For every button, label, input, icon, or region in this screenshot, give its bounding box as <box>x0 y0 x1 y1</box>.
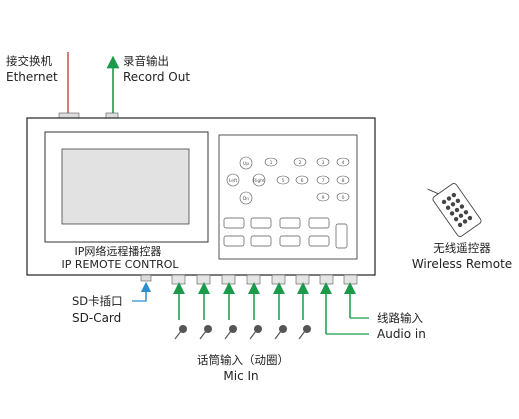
mic-port-3 <box>221 274 236 285</box>
microphone-icon <box>274 325 287 340</box>
key-9[interactable] <box>316 192 330 202</box>
microphone-icon <box>249 325 262 340</box>
mic-in-label-cn: 话筒输入（动圈） <box>197 353 289 367</box>
key-6-label: 6 <box>301 178 304 184</box>
function-buttons <box>223 217 348 249</box>
key-7[interactable] <box>316 175 330 185</box>
nav-left-label: Left <box>229 178 238 184</box>
nav-right-label: Right <box>253 178 265 184</box>
function-button-1[interactable] <box>223 217 245 229</box>
nav-down-label: Dn <box>243 196 249 202</box>
function-button-7[interactable] <box>279 235 301 247</box>
key-2-label: 2 <box>299 160 302 166</box>
key-5[interactable] <box>276 175 290 185</box>
mic-port-1 <box>171 274 186 285</box>
nav-right-key[interactable] <box>252 173 266 187</box>
sd-card-label-cn: SD卡插口 <box>72 294 123 308</box>
microphone-icon <box>199 325 212 340</box>
wireless-remote-icon <box>427 183 482 237</box>
function-button-8[interactable] <box>308 235 330 247</box>
function-button-tall[interactable] <box>335 223 348 249</box>
number-keys: 1 2 3 4 5 6 7 8 9 0 <box>264 157 350 202</box>
function-button-5[interactable] <box>223 235 245 247</box>
key-8[interactable] <box>336 175 350 185</box>
key-2[interactable] <box>293 157 307 167</box>
key-3[interactable] <box>316 157 330 167</box>
record-out-port <box>105 112 119 119</box>
key-1[interactable] <box>264 157 278 167</box>
key-7-label: 7 <box>322 178 325 184</box>
record-out-label-cn: 录音输出 <box>123 54 169 68</box>
mic-port-6 <box>295 274 310 285</box>
wireless-remote-label-cn: 无线遥控器 <box>433 241 491 255</box>
function-button-3[interactable] <box>279 217 301 229</box>
nav-keys: Up Left Right Dn <box>226 156 266 205</box>
mic-in-label-en: Mic In <box>223 369 258 383</box>
microphone-icon <box>174 325 187 340</box>
function-button-2[interactable] <box>250 217 272 229</box>
key-4-label: 4 <box>342 160 345 166</box>
device-name-cn: IP网络远程播控器 <box>75 244 162 258</box>
wireless-remote-label-en: Wireless Remote <box>412 257 512 271</box>
key-4[interactable] <box>336 157 350 167</box>
nav-up-label: Up <box>243 161 249 167</box>
key-5-label: 5 <box>282 178 285 184</box>
nav-up-key[interactable] <box>239 156 253 170</box>
ethernet-port <box>58 112 80 119</box>
nav-down-key[interactable] <box>239 191 253 205</box>
key-0-label: 0 <box>342 195 345 201</box>
key-1-label: 1 <box>270 160 273 166</box>
ethernet-label-cn: 接交换机 <box>6 54 52 68</box>
key-6[interactable] <box>295 175 309 185</box>
key-0[interactable] <box>336 192 350 202</box>
function-button-6[interactable] <box>250 235 272 247</box>
audio-in-label-en: Audio in <box>377 327 426 341</box>
microphone-icon <box>224 325 237 340</box>
mic-port-2 <box>196 274 211 285</box>
audio-in-label-cn: 线路输入 <box>377 311 423 325</box>
lcd-screen <box>61 148 190 225</box>
function-button-4[interactable] <box>308 217 330 229</box>
key-9-label: 9 <box>322 195 325 201</box>
sd-card-label-en: SD-Card <box>72 311 121 325</box>
audio-in-port-2 <box>343 274 358 285</box>
device-name-en: IP REMOTE CONTROL <box>62 258 180 271</box>
sd-card-line <box>132 284 147 302</box>
key-8-label: 8 <box>342 178 345 184</box>
mic-port-5 <box>271 274 286 285</box>
ethernet-label-en: Ethernet <box>6 70 58 84</box>
key-3-label: 3 <box>322 160 325 166</box>
audio-in-port-1 <box>319 274 334 285</box>
microphone-icon <box>298 325 311 340</box>
mic-inputs <box>173 282 311 340</box>
record-out-label-en: Record Out <box>123 70 190 84</box>
sd-card-slot <box>140 274 152 282</box>
bottom-ports <box>140 274 358 285</box>
mic-port-4 <box>246 274 261 285</box>
nav-left-key[interactable] <box>226 173 240 187</box>
